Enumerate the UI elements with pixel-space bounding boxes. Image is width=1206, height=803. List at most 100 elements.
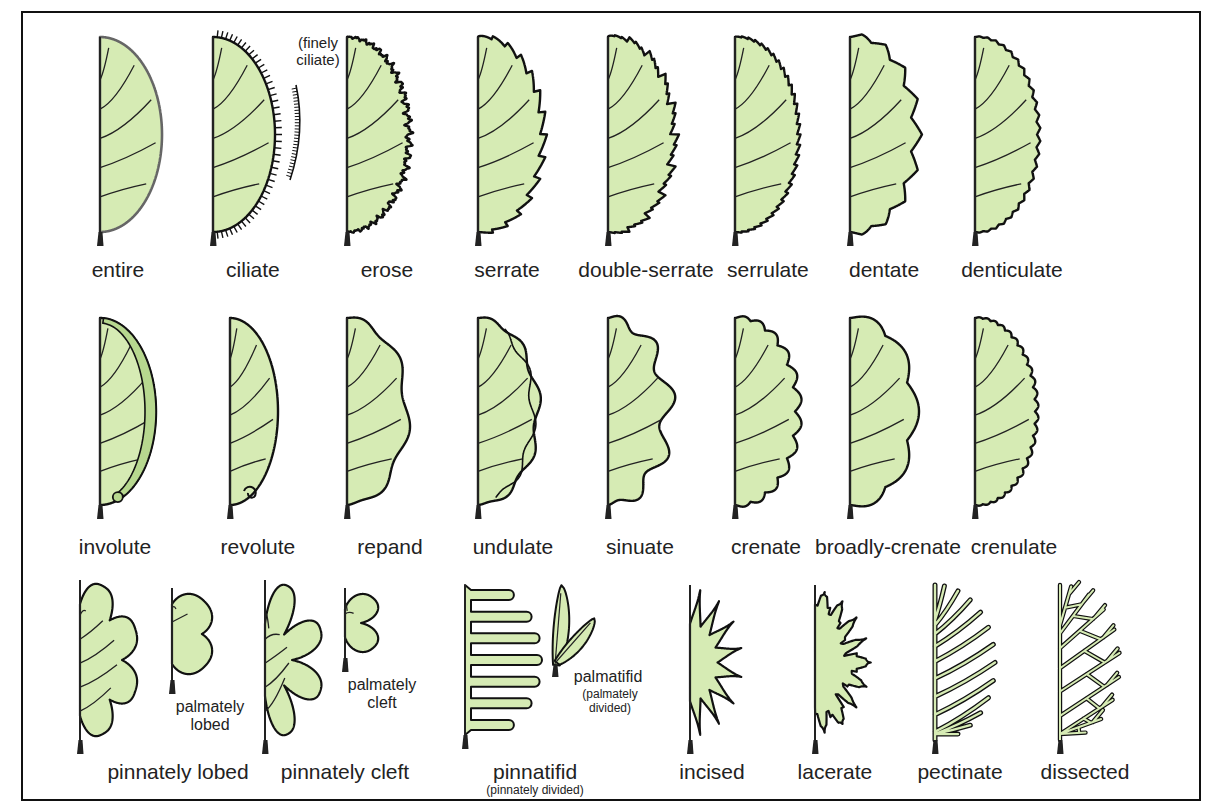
margin-term: repand	[357, 535, 422, 559]
margin-term: palmately lobed	[170, 698, 250, 735]
leaf-vein	[850, 378, 900, 415]
leaf-vein	[735, 328, 743, 359]
leaf-midrib	[477, 318, 479, 505]
leaf-vein	[213, 65, 247, 109]
margin-term: pinnately cleft	[281, 760, 409, 784]
margin-term: sinuate	[606, 535, 674, 559]
leaf-petiole	[475, 232, 482, 246]
leaf-vein	[478, 48, 487, 80]
leaf-petiole	[732, 232, 739, 246]
leaf-vein	[608, 328, 616, 359]
leaf-blade	[478, 318, 541, 505]
margin-term: lacerate	[798, 760, 873, 784]
leaf-vein	[213, 48, 222, 80]
leaf-blade	[265, 585, 321, 736]
leaf-vein	[345, 612, 354, 614]
leaf-vein	[608, 419, 662, 443]
leaf-petiole	[227, 505, 234, 519]
leaf-vein	[735, 143, 791, 168]
margin-term: ciliate	[226, 258, 280, 282]
margin-term: denticulate	[961, 258, 1063, 282]
leaf-midrib	[346, 318, 348, 505]
leaf-vein	[975, 419, 1029, 443]
leaf-vein	[347, 378, 397, 415]
leaf-midrib	[477, 37, 479, 232]
leaf-petiole	[169, 680, 176, 694]
leaf-vein	[735, 419, 789, 443]
leaf-petiole	[932, 740, 939, 754]
leaf-vein	[478, 459, 523, 472]
leaf-vein	[347, 419, 401, 443]
leaf-vein	[100, 143, 156, 168]
leaf-vein	[347, 184, 393, 197]
leaf-petiole	[344, 505, 351, 519]
leaf-petiole	[342, 658, 349, 672]
leaf-midrib	[974, 37, 976, 232]
leaf-vein	[850, 328, 858, 359]
leaf-petiole	[812, 740, 819, 754]
leaf-blade	[213, 37, 275, 232]
margin-term: crenulate	[971, 535, 1057, 559]
leaf-vein	[608, 459, 653, 472]
margin-term: palmatifid	[574, 668, 642, 686]
leaf-vein	[608, 184, 654, 197]
leaf-midrib	[464, 585, 466, 735]
margin-term: crenate	[731, 535, 801, 559]
leaf-vein	[478, 143, 534, 168]
leaf-vein	[975, 459, 1020, 472]
leaf-petiole	[97, 232, 104, 246]
leaf-petiole	[972, 232, 979, 246]
leaf-midrib	[264, 580, 266, 740]
leaf-vein	[850, 48, 859, 80]
leaf-vein	[347, 459, 392, 472]
leaf-vein	[735, 184, 781, 197]
leaf-petiole	[687, 740, 694, 754]
leaf-vein	[80, 688, 111, 711]
leaf-blade	[465, 585, 542, 735]
segment-outline	[1060, 582, 1120, 740]
leaf-vein	[230, 345, 257, 387]
leaf-petiole	[1057, 740, 1064, 754]
leaf-blade	[347, 37, 413, 233]
leaf-petiole	[605, 505, 612, 519]
leaf-blade	[850, 317, 919, 507]
leaf-vein	[265, 647, 287, 663]
leaf-petiole	[972, 505, 979, 519]
leaf-vein	[735, 65, 769, 109]
leaf-blade	[815, 592, 871, 733]
margin-term: dissected	[1041, 760, 1130, 784]
leaf-vein	[975, 184, 1021, 197]
margin-term: dentate	[849, 258, 919, 282]
rolled-margin	[103, 318, 156, 496]
leaf-petiole	[552, 665, 559, 677]
margin-term: undulate	[473, 535, 554, 559]
leaf-petiole	[210, 232, 217, 246]
leaf-vein	[608, 378, 658, 415]
leaf-petiole	[97, 505, 104, 519]
comb-segment-outline	[935, 585, 995, 740]
leaf-vein	[347, 328, 355, 359]
margin-term: entire	[92, 258, 145, 282]
margin-term: pinnately lobed	[107, 760, 248, 784]
leaf-vein	[172, 614, 188, 622]
leaf-vein	[975, 65, 1009, 109]
leaf-blade	[975, 36, 1040, 232]
leaf-midrib	[607, 318, 609, 505]
leaf-vein	[100, 100, 151, 139]
leaf-midrib	[849, 37, 851, 232]
leaf-blade	[975, 317, 1038, 505]
leaf-blade	[608, 316, 675, 505]
leaf-vein	[265, 663, 289, 687]
leaf-blade	[735, 316, 801, 506]
leaf-vein	[478, 184, 524, 197]
leaf-vein	[975, 48, 984, 80]
margin-term: (pinnately divided)	[486, 784, 583, 798]
leaf-vein	[347, 345, 380, 387]
frame-border	[22, 12, 1200, 800]
leaf-vein	[265, 634, 280, 639]
leaf-vein	[100, 48, 109, 80]
margin-term: (palmately divided)	[574, 688, 646, 716]
leaf-vein	[265, 678, 285, 711]
leaf-blade	[345, 594, 378, 652]
